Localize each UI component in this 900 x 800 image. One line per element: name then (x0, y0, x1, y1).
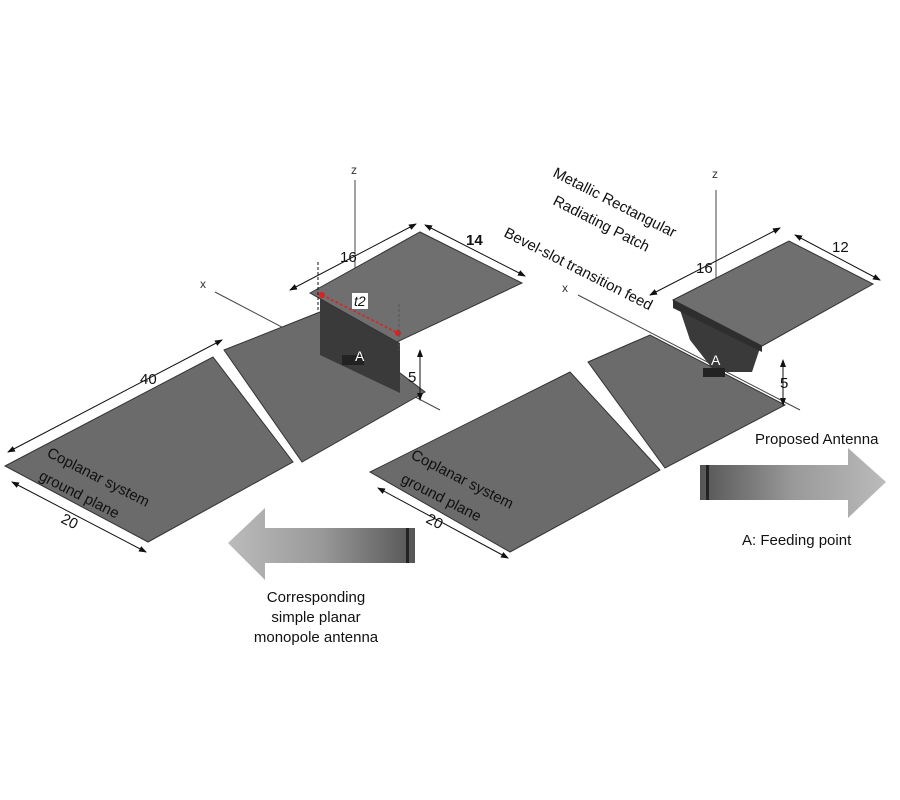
dim-width: 20 (423, 510, 446, 533)
patch-edge (673, 300, 762, 352)
feed-connector (703, 368, 725, 377)
dim-width: 20 (58, 510, 81, 533)
z-axis-label: z (712, 167, 718, 181)
right-arrow (700, 448, 886, 518)
t2-marker-start (319, 292, 325, 298)
caption-line3: monopole antenna (254, 629, 379, 646)
ground-plane-right-piece (223, 311, 426, 463)
dim-length: 40 (140, 371, 157, 388)
caption-line2: simple planar (271, 609, 360, 626)
shorting-plate (320, 297, 400, 393)
t2-label-bg (352, 293, 368, 309)
t2-marker-line (321, 294, 399, 334)
x-axis-label: x (562, 281, 568, 295)
dim-arrow-patch-width (289, 223, 417, 291)
t2-label: t2 (354, 293, 366, 309)
feed-point-label: A (711, 352, 721, 368)
dim-patch-width: 16 (696, 260, 713, 277)
dim-height: 5 (408, 369, 416, 386)
proposed-caption: Proposed Antenna (755, 431, 879, 448)
z-axis-label: z (351, 163, 357, 177)
dim-arrow-width (377, 487, 509, 559)
feed-point-label: A (355, 348, 365, 364)
x-axis (577, 294, 801, 411)
dim-arrow-patch-width (649, 227, 781, 296)
t2-marker-end (395, 330, 401, 336)
bevel-slot-feed (680, 310, 760, 372)
caption-line1: Corresponding (267, 589, 365, 606)
dim-patch-width: 16 (340, 249, 357, 266)
feeding-point-legend: A: Feeding point (742, 532, 852, 549)
dim-arrow-width (11, 481, 147, 553)
x-axis-label: x (200, 277, 206, 291)
dim-height: 5 (780, 375, 788, 392)
left-antenna: z x t2 A 16 14 5 40 20 Coplanar system g… (3, 163, 526, 646)
dim-arrow-patch-length (424, 224, 526, 277)
feed-connector (342, 355, 364, 365)
dim-patch-length: 14 (466, 232, 483, 249)
dim-patch-length: 12 (832, 239, 849, 256)
left-arrow (228, 508, 415, 580)
right-antenna: z x A 16 12 5 20 Metallic Rectangular Ra… (368, 164, 886, 559)
dim-arrow-patch-length (794, 234, 881, 281)
dim-arrow-length (7, 339, 223, 453)
